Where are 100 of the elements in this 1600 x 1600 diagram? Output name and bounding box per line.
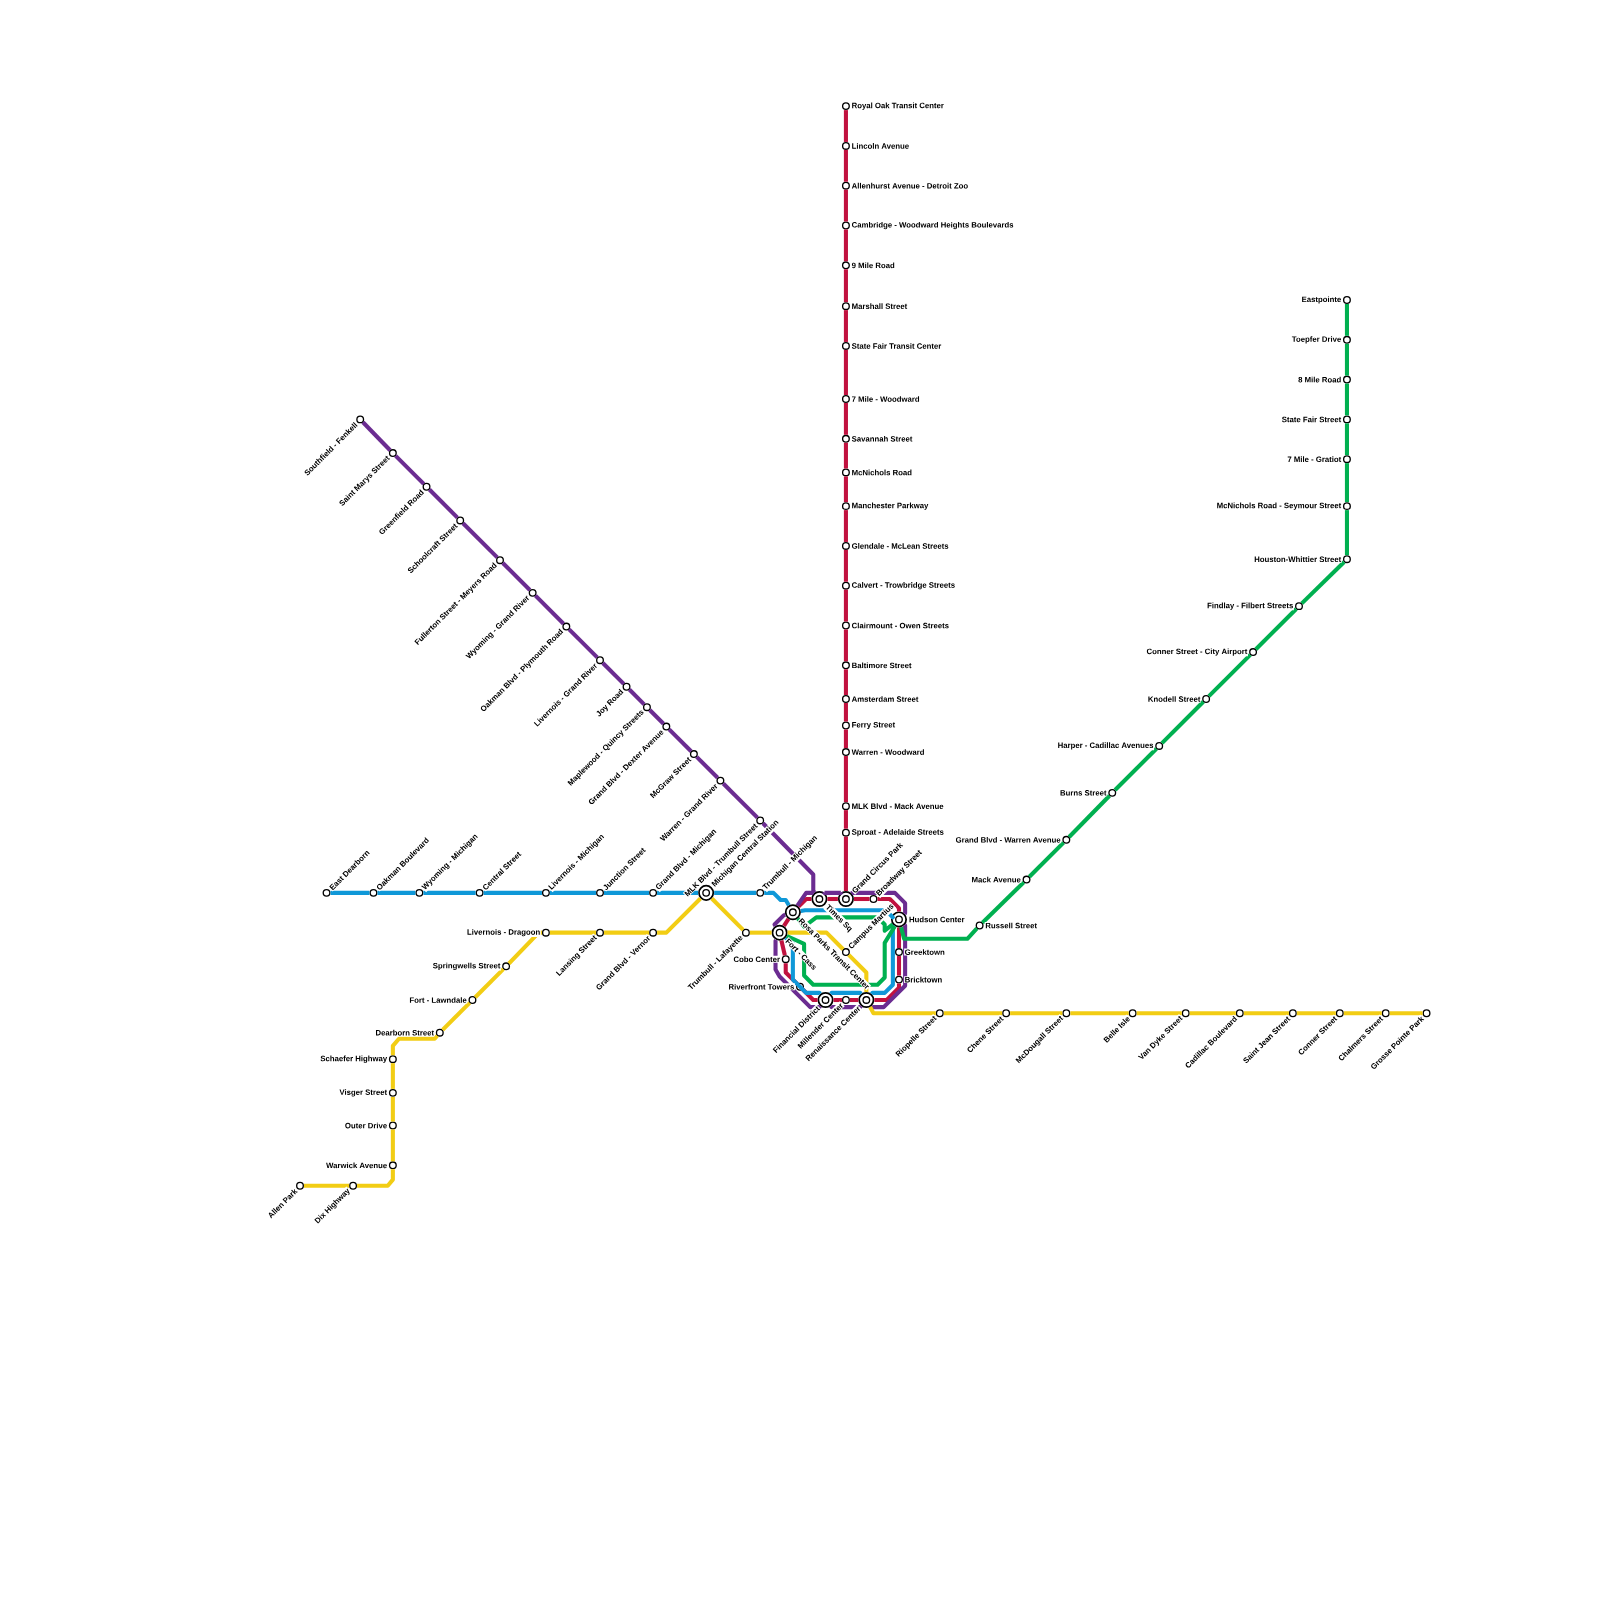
transit-line: [843, 110, 848, 142]
station-marker: [356, 415, 365, 424]
transit-line: [714, 890, 757, 895]
station-marker: [869, 895, 878, 903]
station-marker: [1128, 1009, 1137, 1018]
transit-line: [1344, 510, 1349, 556]
station-marker: [369, 888, 378, 897]
station-marker: [756, 888, 765, 897]
transit-line: [843, 756, 848, 803]
station-marker: [456, 516, 465, 525]
transit-line: [896, 927, 902, 949]
station-marker: [388, 1121, 397, 1130]
transit-line: [843, 149, 848, 182]
station-marker: [841, 948, 850, 957]
station-marker: [562, 622, 571, 631]
transit-line: [843, 189, 848, 222]
transit-line: [797, 896, 812, 909]
station-marker: [622, 682, 631, 691]
transit-line: [1300, 560, 1346, 605]
station-marker: [841, 695, 850, 703]
station-marker: [475, 888, 484, 897]
station-marker: [1249, 648, 1258, 657]
station-marker: [528, 588, 537, 597]
transit-line: [1010, 1011, 1063, 1016]
station-marker: [1288, 1009, 1297, 1018]
transit-line: [423, 890, 476, 895]
station-marker: [895, 948, 903, 957]
transit-line: [829, 1004, 863, 1010]
transit-line: [627, 688, 646, 706]
transit-line: [843, 402, 848, 435]
transit-line: [501, 561, 532, 592]
station-marker: [388, 1088, 397, 1097]
transit-line: [330, 890, 370, 895]
station-marker: [502, 962, 511, 971]
transit-line: [710, 897, 745, 932]
station-marker: [1022, 875, 1031, 884]
station-marker: [496, 556, 504, 565]
station-marker: [841, 102, 850, 111]
station-marker: [1342, 502, 1351, 511]
transit-line: [827, 896, 838, 902]
station-marker: [649, 888, 658, 897]
transit-line: [843, 629, 848, 662]
transit-line: [721, 782, 759, 820]
station-marker: [841, 468, 850, 477]
transit-line: [549, 930, 597, 935]
transit-line: [549, 890, 597, 895]
station-marker: [1295, 602, 1303, 611]
station-marker: [596, 928, 604, 937]
transit-line: [483, 890, 542, 895]
station-marker: [796, 982, 804, 991]
transit-line: [843, 269, 848, 303]
transit-line: [782, 917, 791, 928]
transit-line: [441, 1001, 472, 1032]
transit-line: [1243, 1011, 1289, 1016]
transit-line: [943, 1011, 1003, 1016]
transit-line: [567, 627, 599, 659]
station-marker: [435, 1028, 444, 1037]
station-marker: [841, 661, 850, 670]
transit-line: [779, 940, 787, 956]
transit-line: [784, 936, 822, 996]
transit-line: [507, 930, 542, 965]
station-marker: [935, 1009, 944, 1018]
transit-line: [850, 890, 908, 916]
station-marker: [541, 888, 550, 897]
station-marker: [841, 181, 850, 190]
transit-line: [1343, 1011, 1382, 1016]
station-marker: [1155, 741, 1164, 750]
transit-line: [877, 896, 902, 912]
transit-line: [981, 880, 1026, 925]
transit-line: [657, 890, 699, 895]
transit-line: [1070, 1011, 1129, 1016]
station-marker: [781, 955, 790, 964]
transit-line: [1254, 607, 1298, 651]
transit-line: [1027, 841, 1065, 879]
transit-line: [1344, 304, 1349, 336]
transit-line: [1344, 423, 1349, 456]
transit-line: [849, 997, 859, 1003]
transit-line: [787, 930, 845, 951]
station-marker: [841, 748, 850, 757]
transit-line: [870, 923, 908, 1010]
transit-line: [896, 956, 902, 976]
transit-line: [843, 589, 848, 622]
transit-line: [1344, 463, 1349, 503]
station-marker: [716, 776, 725, 785]
station-marker: [1342, 415, 1351, 424]
station-marker: [841, 802, 850, 811]
station-marker: [1381, 1009, 1390, 1018]
station-marker: [388, 449, 397, 458]
transit-line: [461, 521, 499, 559]
transit-line: [361, 420, 392, 452]
transit-line: [773, 938, 822, 1010]
transit-line: [390, 1063, 395, 1089]
transit-line: [843, 729, 848, 749]
station-marker: [841, 721, 850, 730]
station-marker: [841, 302, 850, 311]
transit-line: [843, 669, 848, 695]
transit-line: [764, 890, 791, 907]
station-marker: [662, 722, 671, 731]
station-marker: [1062, 835, 1071, 844]
transit-line: [1136, 1011, 1182, 1016]
